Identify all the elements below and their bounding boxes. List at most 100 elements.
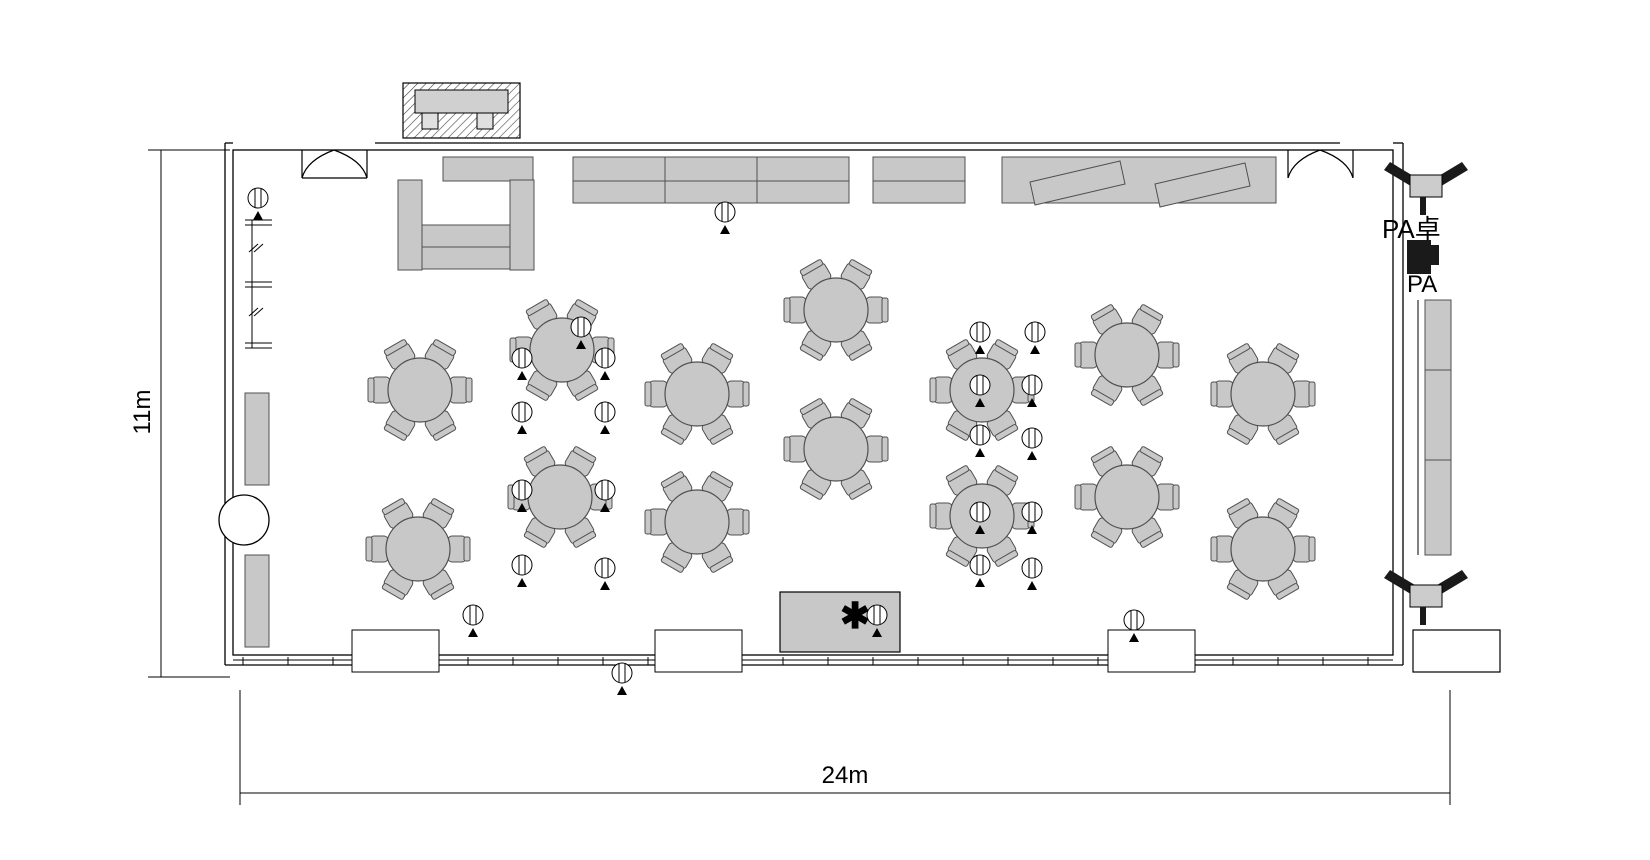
chair bbox=[660, 542, 693, 573]
round-table bbox=[367, 339, 473, 441]
chair bbox=[1267, 343, 1300, 374]
chair bbox=[1210, 535, 1234, 563]
column-icon bbox=[218, 494, 270, 546]
chair bbox=[945, 465, 978, 496]
table-top bbox=[387, 357, 453, 423]
chair bbox=[381, 498, 414, 529]
spotlight-icon bbox=[969, 424, 991, 457]
spotlight-icon bbox=[247, 187, 269, 220]
bottom-tables bbox=[351, 629, 1196, 673]
chair bbox=[523, 517, 556, 548]
chair bbox=[1226, 343, 1259, 374]
round-table bbox=[1074, 304, 1180, 406]
spotlight-icon bbox=[594, 401, 616, 434]
left-wall-shelves bbox=[245, 219, 272, 349]
spotlight-icon bbox=[511, 554, 533, 587]
spotlight-icon bbox=[594, 479, 616, 512]
table-top bbox=[1094, 322, 1160, 388]
pa-equipment: PA卓 PA bbox=[1382, 162, 1468, 625]
chair bbox=[1131, 375, 1164, 406]
spotlight-icon bbox=[1024, 321, 1046, 354]
chair bbox=[523, 446, 556, 477]
round-table bbox=[644, 471, 750, 573]
spotlight-icon bbox=[1123, 609, 1145, 642]
spotlight-icon bbox=[969, 501, 991, 534]
chair bbox=[1210, 380, 1234, 408]
chair bbox=[367, 376, 391, 404]
chair bbox=[449, 376, 473, 404]
pa-label: PA bbox=[1407, 271, 1437, 298]
chair bbox=[1131, 446, 1164, 477]
chair bbox=[1226, 569, 1259, 600]
wall-alcove bbox=[1412, 629, 1501, 673]
height-label: 11m bbox=[129, 390, 156, 435]
spotlight-icon bbox=[511, 401, 533, 434]
chair bbox=[644, 508, 668, 536]
chair bbox=[422, 569, 455, 600]
top-counters bbox=[397, 156, 1277, 271]
spotlight-icon bbox=[969, 321, 991, 354]
chair bbox=[1292, 380, 1316, 408]
pa-desk bbox=[1407, 240, 1431, 274]
door-swing-icon bbox=[1287, 149, 1354, 179]
table-top bbox=[527, 464, 593, 530]
chair bbox=[783, 435, 807, 463]
spotlight-icon bbox=[594, 347, 616, 380]
chair bbox=[1090, 304, 1123, 335]
chair bbox=[525, 370, 558, 401]
chair bbox=[566, 370, 599, 401]
chair bbox=[865, 435, 889, 463]
spotlight-icon bbox=[1021, 501, 1043, 534]
round-table bbox=[1074, 446, 1180, 548]
spotlight-icon bbox=[1021, 427, 1043, 460]
spotlight-icon bbox=[1021, 374, 1043, 407]
round-table bbox=[365, 498, 471, 600]
spotlight-icon bbox=[969, 554, 991, 587]
spotlight-icon bbox=[570, 316, 592, 349]
round-table bbox=[507, 446, 613, 548]
table-top bbox=[1230, 516, 1296, 582]
chair bbox=[1074, 483, 1098, 511]
chair bbox=[726, 380, 750, 408]
chair bbox=[865, 296, 889, 324]
chair bbox=[945, 536, 978, 567]
chair bbox=[929, 376, 953, 404]
chair bbox=[1226, 498, 1259, 529]
wall-panel bbox=[244, 554, 270, 648]
spotlight-icon bbox=[1021, 557, 1043, 590]
stage-mark: ✱ bbox=[840, 595, 870, 636]
chair bbox=[1074, 341, 1098, 369]
chair bbox=[1156, 483, 1180, 511]
table-top bbox=[385, 516, 451, 582]
spotlight-icon bbox=[969, 374, 991, 407]
wall-panel bbox=[244, 392, 270, 486]
chair bbox=[799, 330, 832, 361]
chair bbox=[1267, 569, 1300, 600]
chair bbox=[799, 469, 832, 500]
chair bbox=[644, 380, 668, 408]
spotlight-icon bbox=[866, 604, 888, 637]
width-label: 24m bbox=[822, 762, 869, 789]
chair bbox=[447, 535, 471, 563]
round-table bbox=[929, 465, 1035, 567]
chair bbox=[564, 446, 597, 477]
chair bbox=[799, 398, 832, 429]
spotlight-icon bbox=[714, 201, 736, 234]
chair bbox=[840, 398, 873, 429]
table-top bbox=[803, 277, 869, 343]
chair bbox=[564, 517, 597, 548]
round-table bbox=[1210, 498, 1316, 600]
table-top bbox=[1094, 464, 1160, 530]
chair bbox=[929, 502, 953, 530]
right-wall-counter bbox=[1417, 299, 1452, 556]
chair bbox=[986, 536, 1019, 567]
chair bbox=[1156, 341, 1180, 369]
spotlight-icon bbox=[511, 347, 533, 380]
door-swing-icon bbox=[301, 149, 368, 179]
round-table bbox=[644, 343, 750, 445]
chair bbox=[701, 343, 734, 374]
chair bbox=[1267, 414, 1300, 445]
chair bbox=[1090, 446, 1123, 477]
round-table bbox=[783, 398, 889, 500]
chair bbox=[986, 410, 1019, 441]
